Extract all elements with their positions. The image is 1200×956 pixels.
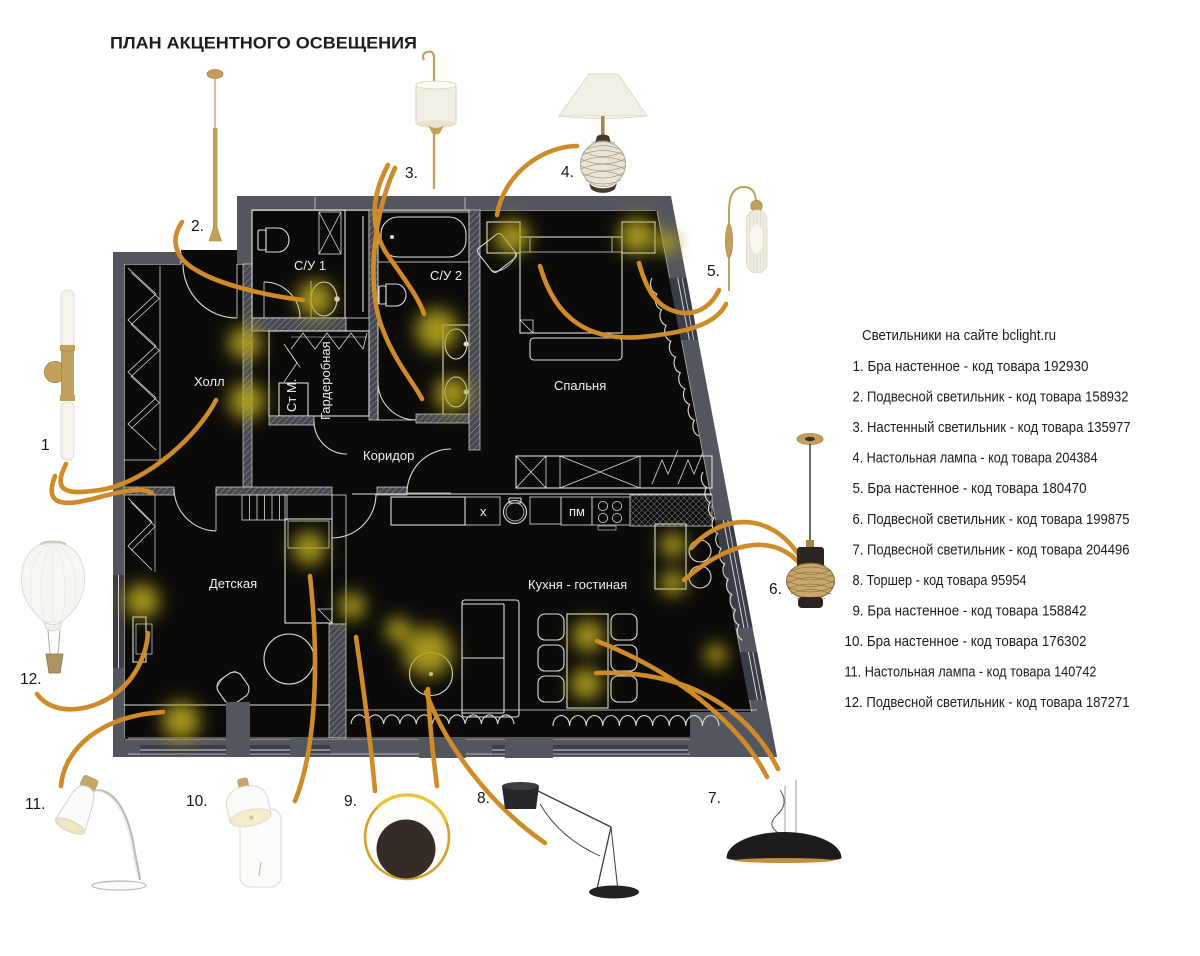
svg-text:12. Подвесной светильник - код: 12. Подвесной светильник - код товара 18…: [845, 694, 1130, 711]
svg-text:4. Настольная лампа - код това: 4. Настольная лампа - код товара 204384: [853, 450, 1098, 467]
svg-text:1. Бра настенное - код товара: 1. Бра настенное - код товара 192930: [853, 358, 1089, 375]
svg-text:Гардеробная: Гардеробная: [318, 341, 333, 420]
svg-text:Спальня: Спальня: [554, 378, 606, 393]
svg-text:10.: 10.: [186, 793, 208, 810]
svg-text:Светильники на сайте bclight.r: Светильники на сайте bclight.ru: [862, 327, 1056, 344]
svg-text:9.: 9.: [344, 793, 357, 810]
svg-text:Кухня - гостиная: Кухня - гостиная: [528, 577, 627, 592]
svg-text:3.: 3.: [405, 165, 418, 182]
svg-text:пм: пм: [569, 504, 585, 519]
svg-text:С/У 2: С/У 2: [430, 268, 462, 283]
svg-text:Детская: Детская: [209, 576, 257, 591]
svg-text:1: 1: [41, 437, 50, 454]
svg-text:8.: 8.: [477, 790, 490, 807]
svg-text:8. Торшер - код товара 95954: 8. Торшер - код товара 95954: [853, 572, 1027, 589]
svg-text:12.: 12.: [20, 671, 42, 688]
svg-text:6. Подвесной светильник - код: 6. Подвесной светильник - код товара 199…: [853, 511, 1130, 528]
svg-text:7. Подвесной светильник - код: 7. Подвесной светильник - код товара 204…: [853, 541, 1130, 558]
svg-text:х: х: [480, 504, 487, 519]
svg-text:Ст М.: Ст М.: [284, 379, 299, 412]
svg-text:С/У 1: С/У 1: [294, 258, 326, 273]
svg-text:3. Настенный светильник - код: 3. Настенный светильник - код товара 135…: [853, 419, 1131, 436]
svg-text:6.: 6.: [769, 581, 782, 598]
svg-text:11. Настольная лампа - код тов: 11. Настольная лампа - код товара 140742: [845, 664, 1097, 681]
svg-text:2. Подвесной светильник - код: 2. Подвесной светильник - код товара 158…: [853, 389, 1129, 406]
svg-text:4.: 4.: [561, 164, 574, 181]
svg-text:10. Бра настенное - код товара: 10. Бра настенное - код товара 176302: [845, 633, 1087, 650]
svg-text:Коридор: Коридор: [363, 448, 414, 463]
svg-text:11.: 11.: [25, 796, 45, 813]
svg-text:Холл: Холл: [194, 374, 225, 389]
svg-text:7.: 7.: [708, 790, 721, 807]
svg-text:5. Бра настенное - код товара: 5. Бра настенное - код товара 180470: [853, 480, 1087, 497]
svg-text:9. Бра настенное - код товара: 9. Бра настенное - код товара 158842: [853, 602, 1087, 619]
svg-text:5.: 5.: [707, 263, 720, 280]
svg-text:ПЛАН АКЦЕНТНОГО ОСВЕЩЕНИЯ: ПЛАН АКЦЕНТНОГО ОСВЕЩЕНИЯ: [110, 35, 417, 53]
svg-text:2.: 2.: [191, 218, 204, 235]
